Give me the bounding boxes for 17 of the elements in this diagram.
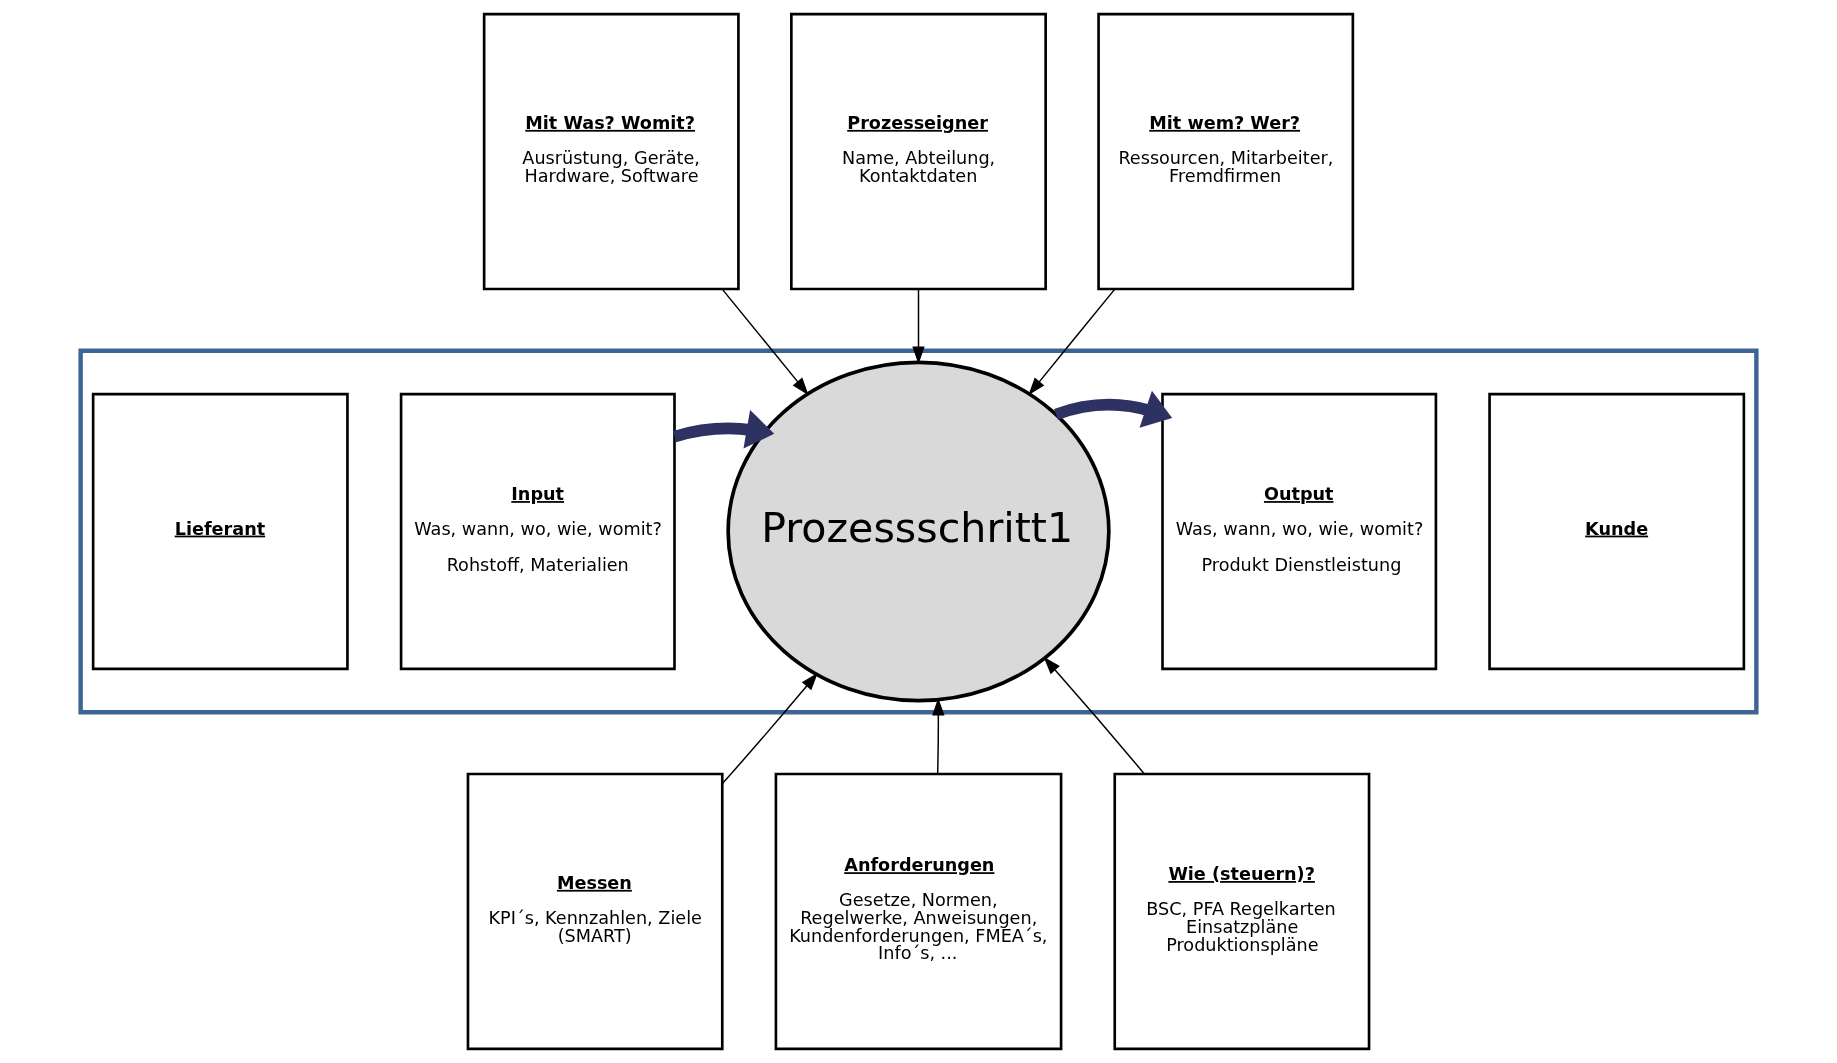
node-box: Wie (steuern)? BSC, PFA Regelkarten Einsatzpläne Produktionspläne <box>1113 772 1371 1051</box>
node-box: Mit Was? Womit? Ausrüstung, Geräte, Hardware, Software <box>482 12 740 291</box>
node-box: Mit wem? Wer? Ressourcen, Mitarbeiter, Fremdfirmen <box>1097 12 1355 291</box>
node-box: Output Was, wann, wo, wie, womit? Produkt Dienstleistung <box>1161 392 1438 671</box>
arrow <box>673 409 775 449</box>
arrow <box>1028 288 1116 396</box>
arrow <box>1054 390 1173 428</box>
node-box: Anforderungen Gesetze, Normen, Regelwerke, Anweisungen, Kundenforderungen, FMEA´s, Info´s, ... <box>774 772 1063 1051</box>
node-box: Prozesseigner Name, Abteilung, Kontaktdaten <box>790 12 1047 291</box>
arrow <box>721 672 818 784</box>
node-box: Messen KPI´s, Kennzahlen, Ziele (SMART) <box>466 772 724 1051</box>
arrow <box>1043 656 1146 775</box>
node-box: Lieferant <box>91 392 349 671</box>
node-ellipse: Prozessschritt1 <box>726 360 1111 703</box>
arrow <box>721 288 809 396</box>
node-box: Input Was, wann, wo, wie, womit? Rohstoff, Materialien <box>399 392 676 671</box>
node-box: Kunde <box>1488 392 1746 671</box>
